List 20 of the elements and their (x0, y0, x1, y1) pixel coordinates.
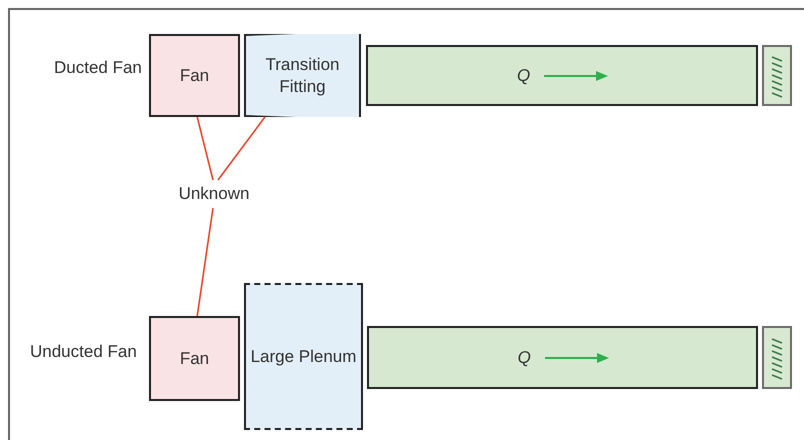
box-label: Fan (180, 64, 210, 86)
transition-fitting (244, 34, 361, 117)
leader-line (217, 116, 266, 180)
grille-box (762, 326, 792, 389)
grille-box (762, 45, 792, 106)
leader-line (196, 208, 214, 316)
fan-box (149, 34, 240, 117)
plenum-box (244, 283, 363, 430)
box-label: Large Plenum (250, 346, 356, 368)
row-label: Ducted Fan (54, 58, 142, 78)
callout-text: Unknown (178, 183, 250, 205)
box-label: Transition Fitting (264, 54, 340, 98)
leader-line (196, 116, 214, 180)
row-label: Unducted Fan (30, 342, 137, 362)
duct (366, 45, 758, 106)
flow-symbol: Q (516, 64, 530, 86)
flow-symbol: Q (518, 346, 531, 368)
box-label: Fan (180, 348, 210, 370)
fan-box (149, 316, 240, 401)
duct (367, 326, 758, 389)
